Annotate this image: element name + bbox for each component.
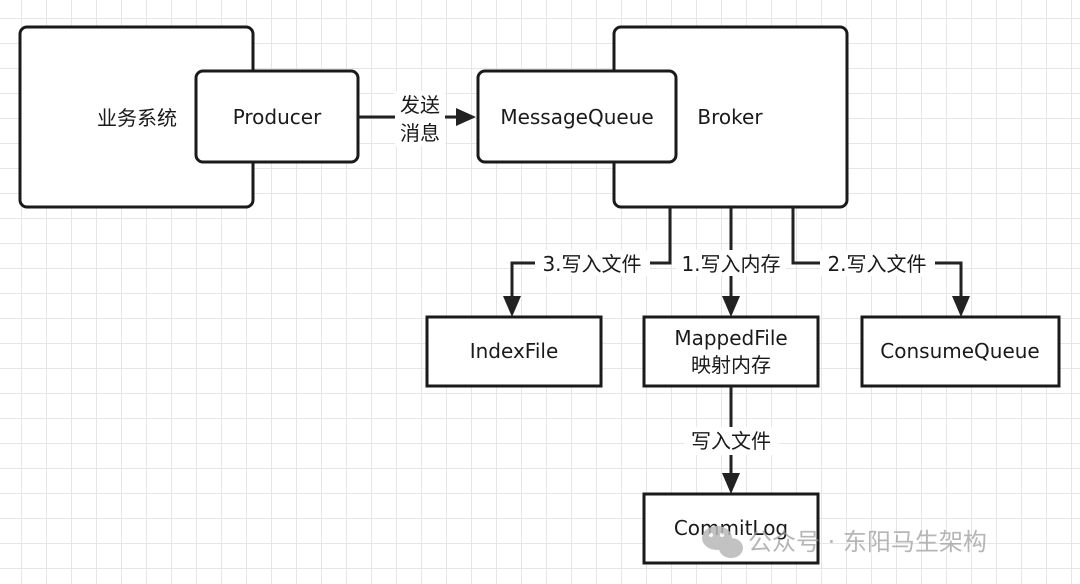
watermark-text: 公众号 · 东阳马生架构 xyxy=(748,528,987,556)
send-message-label-line1: 发送 xyxy=(400,93,440,117)
message-queue-box[interactable] xyxy=(476,69,678,164)
consume-queue-label: ConsumeQueue xyxy=(880,339,1039,363)
write-index-label-bg xyxy=(535,250,650,276)
message-queue-label: MessageQueue xyxy=(500,105,653,129)
write-index-label: 3.写入文件 xyxy=(542,252,641,276)
mapped-file-label-line1: MappedFile xyxy=(674,326,787,350)
write-commit-label: 写入文件 xyxy=(691,429,771,453)
write-memory-label-bg xyxy=(676,250,786,276)
write-consume-label: 2.写入文件 xyxy=(827,252,926,276)
write-commit-arrowhead xyxy=(722,473,740,494)
write-memory-label: 1.写入内存 xyxy=(681,252,780,276)
index-file-box[interactable] xyxy=(425,315,603,388)
write-index-arrowhead xyxy=(503,296,521,317)
write-memory-arrowhead xyxy=(722,296,740,317)
send-message-arrowhead xyxy=(456,108,476,126)
consume-queue-box[interactable] xyxy=(860,315,1061,388)
write-consume-label-bg xyxy=(820,250,935,276)
send-message-label-bg xyxy=(395,91,445,146)
mapped-file-label-line2: 映射内存 xyxy=(691,353,771,377)
send-message-label-line2: 消息 xyxy=(400,121,440,145)
wechat-icon xyxy=(702,526,743,558)
producer-label: Producer xyxy=(233,105,322,129)
broker-label: Broker xyxy=(697,105,763,129)
write-consume-arrowhead xyxy=(952,296,970,317)
watermark: 公众号 · 东阳马生架构 xyxy=(702,526,987,558)
business-system-label: 业务系统 xyxy=(97,106,177,130)
write-commit-label-bg xyxy=(684,427,779,455)
index-file-label: IndexFile xyxy=(470,339,559,363)
